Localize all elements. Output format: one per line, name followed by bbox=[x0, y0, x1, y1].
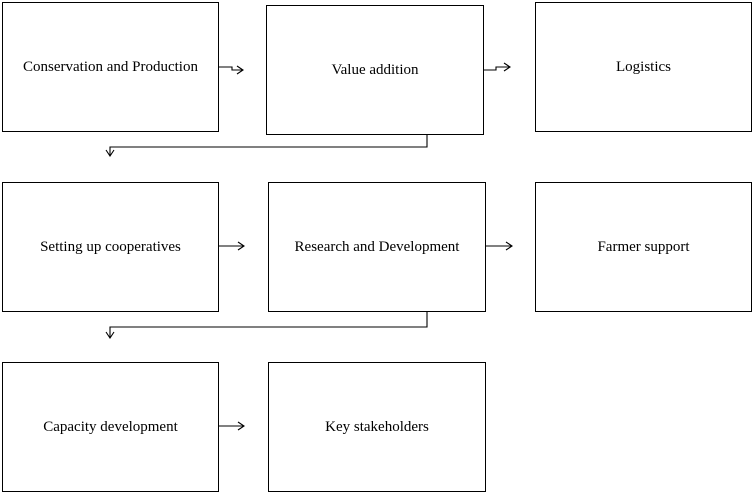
arrowhead-icon bbox=[236, 65, 244, 75]
arrowhead-icon bbox=[105, 149, 115, 157]
box-logistics: Logistics bbox=[535, 2, 752, 132]
arrow-value-to-logistics bbox=[484, 66, 510, 71]
arrow-row1-to-row2 bbox=[109, 132, 428, 156]
arrowhead-icon bbox=[237, 241, 245, 251]
box-key-stakeholders: Key stakeholders bbox=[268, 362, 486, 492]
box-research-development: Research and Development bbox=[268, 182, 486, 312]
arrow-row2-to-row3 bbox=[109, 312, 428, 338]
box-setting-up-cooperatives: Setting up cooperatives bbox=[2, 182, 219, 312]
arrow-conservation-to-value bbox=[219, 66, 243, 71]
arrowhead-icon bbox=[505, 241, 513, 251]
box-farmer-support: Farmer support bbox=[535, 182, 752, 312]
box-conservation-production: Conservation and Production bbox=[2, 2, 219, 132]
box-capacity-development: Capacity development bbox=[2, 362, 219, 492]
box-value-addition: Value addition bbox=[266, 5, 484, 135]
arrowhead-icon bbox=[105, 331, 115, 339]
arrowhead-icon bbox=[503, 62, 511, 72]
arrowhead-icon bbox=[237, 421, 245, 431]
